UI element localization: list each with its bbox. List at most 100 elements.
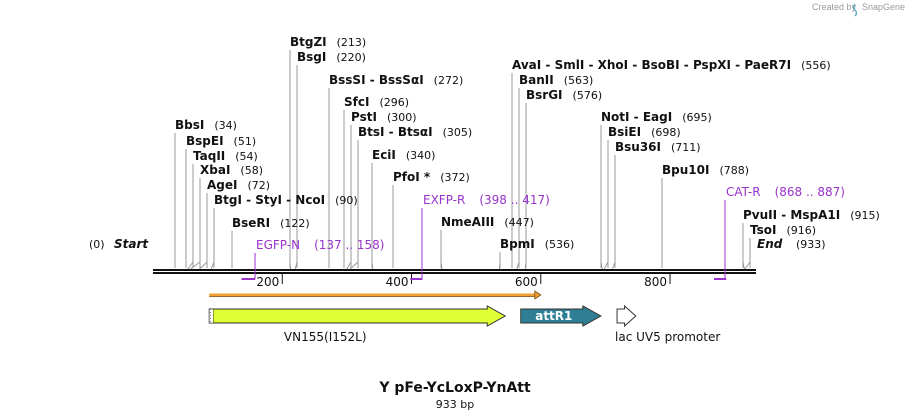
enzyme-label: BsrGI [526,88,563,102]
feature-truncation-mark [208,308,214,324]
map-title: Y pFe-YcLoxP-YnAtt [378,380,531,396]
feature-arrow [520,305,602,327]
credit-brand: SnapGene [862,2,905,12]
enzyme-position: (788) [719,164,749,177]
snapgene-logo-icon [852,3,858,17]
enzyme-label: BpmI [500,237,535,251]
enzyme-position: (213) [337,36,367,49]
enzyme-position: (340) [406,149,436,162]
enzyme-label: BtgI - StyI - NcoI [214,193,325,207]
ruler-tick-label: 400 [386,275,409,289]
enzyme-position: (536) [545,238,575,251]
enzyme-cut-connector [190,261,201,270]
enzyme-label: NotI - EagI [601,110,672,124]
enzyme-position: (695) [682,111,712,124]
enzyme-position: (447) [504,216,534,229]
enzyme-cut-connector [187,261,194,270]
enzyme-position: (698) [651,126,681,139]
enzyme-position: (916) [786,224,816,237]
enzyme-position: (54) [235,150,258,163]
enzyme-label: PfoI * [393,170,431,184]
enzyme-cut-connector [498,261,501,270]
enzyme-cut-connector [371,261,374,270]
sequence-backbone [153,269,756,274]
enzyme-label: BspEI [186,134,224,148]
feature-arrow [208,305,507,327]
enzyme-position: (58) [240,164,263,177]
feature-label: attR1 [535,309,572,323]
primer-position: (868 .. 887) [775,185,845,199]
enzyme-cut-connector [600,261,603,270]
map-length: 933 bp [436,398,474,411]
start-position: (0) [89,238,105,251]
primer-label: EGFP-N [256,238,300,252]
primer-label: CAT-R [726,185,761,199]
enzyme-label: SfcI [344,95,369,109]
end-position: (933) [796,238,826,251]
enzyme-label: TsoI [750,223,776,237]
enzyme-cut-connector [742,261,745,270]
ruler-tick-label: 600 [515,275,538,289]
feature-label: VN155(I152L) [284,330,367,344]
feature-label: lac UV5 promoter [615,330,720,344]
enzyme-cut-connector [612,261,616,270]
enzyme-label: BsgI [297,50,326,64]
enzyme-label: BtgZI [290,35,327,49]
enzyme-cut-connector [440,261,443,270]
enzyme-label: BbsI [175,118,204,132]
start-label: Start [114,237,149,251]
enzyme-label: BanII [519,73,554,87]
enzyme-labels: BbsI (34) BspEI (51) TaqII (54) XbaI (58)AgeI (7… [175,35,880,251]
enzyme-label: BsiEI [608,125,641,139]
enzyme-label: NmeAIII [441,215,494,229]
primer-label: EXFP-R [423,193,465,207]
enzyme-label: BtsI - BtsαI [358,125,433,139]
enzyme-label: Bsu36I [615,140,661,154]
primer-position: (398 .. 417) [479,193,549,207]
enzyme-position: (72) [247,179,270,192]
enzyme-position: (220) [336,51,366,64]
credit-prefix: Created by [812,2,857,12]
enzyme-position: (90) [335,194,358,207]
enzyme-position: (296) [379,96,409,109]
enzyme-cut-connector [346,261,352,270]
enzyme-position: (711) [671,141,701,154]
enzyme-cut-connector [524,261,527,270]
enzyme-label: AgeI [207,178,237,192]
enzyme-label: PstI [351,110,377,124]
enzyme-label: XbaI [200,163,230,177]
orf-arrowhead [534,290,542,300]
primers: EGFP-N (137 .. 158) EXFP-R (398 .. 417) CAT-… [241,185,845,280]
enzyme-label: TaqII [193,149,225,163]
enzyme-position: (122) [280,217,310,230]
enzyme-cut-connector [349,261,359,270]
features: VN155(I152L) attR1 lac UV5 promoter [208,290,720,344]
end-label: End [757,237,783,251]
enzyme-position: (915) [850,209,880,222]
enzyme-position: (272) [434,74,464,87]
enzyme-cut-connector [744,261,751,270]
enzyme-label: EciI [372,148,396,162]
enzyme-position: (563) [564,74,594,87]
enzyme-position: (372) [440,171,470,184]
primer-position: (137 .. 158) [314,238,384,252]
ruler-tick-label: 200 [256,275,279,289]
enzyme-position: (305) [443,126,473,139]
enzyme-cut-connector [603,261,609,270]
ruler: 200 400 600 800 [256,273,671,289]
enzyme-cut-connector [516,261,520,270]
enzyme-position: (556) [801,59,831,72]
enzyme-cut-connector [294,261,298,270]
enzyme-position: (34) [214,119,237,132]
ruler-tick-label: 800 [644,275,667,289]
feature-arrow [616,304,637,328]
enzyme-position: (51) [234,135,257,148]
enzyme-cut-connector [289,261,292,270]
enzyme-position: (576) [573,89,603,102]
enzyme-label: PvuII - MspA1I [743,208,840,222]
enzyme-cut-lines [174,50,751,270]
enzyme-label: AvaI - SmlI - XhoI - BsoBI - PspXI - Pae… [512,58,791,72]
enzyme-cut-connector [199,261,208,270]
enzyme-cut-connector [210,261,215,270]
